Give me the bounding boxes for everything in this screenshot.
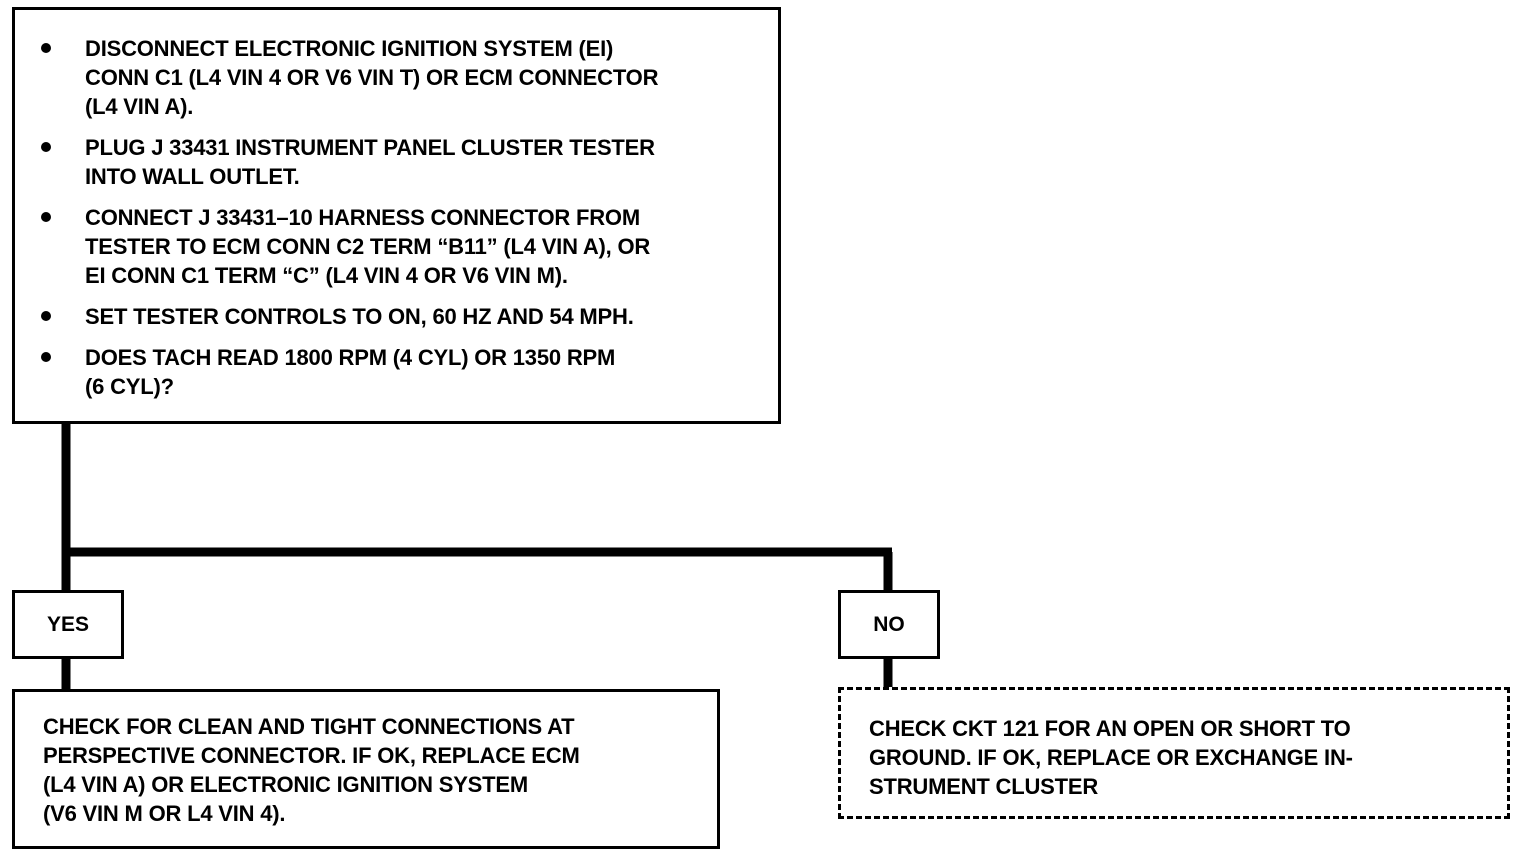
yes-branch-label: YES — [12, 590, 124, 659]
no-label-text: NO — [873, 612, 905, 636]
step-text: CONNECT J 33431–10 HARNESS CONNECTOR FRO… — [85, 205, 651, 288]
step-text: DISCONNECT ELECTRONIC IGNITION SYSTEM (E… — [85, 36, 659, 119]
step-text: PLUG J 33431 INSTRUMENT PANEL CLUSTER TE… — [85, 135, 655, 189]
no-branch-label: NO — [838, 590, 940, 659]
step-text: SET TESTER CONTROLS TO ON, 60 HZ AND 54 … — [85, 304, 634, 329]
no-result-box: CHECK CKT 121 FOR AN OPEN OR SHORT TO GR… — [838, 687, 1510, 819]
step-item: CONNECT J 33431–10 HARNESS CONNECTOR FRO… — [15, 203, 766, 290]
no-result-text: CHECK CKT 121 FOR AN OPEN OR SHORT TO GR… — [869, 716, 1353, 799]
bullet-icon — [41, 352, 51, 362]
step-item: DISCONNECT ELECTRONIC IGNITION SYSTEM (E… — [15, 34, 766, 121]
yes-label-text: YES — [46, 612, 90, 636]
step-text: DOES TACH READ 1800 RPM (4 CYL) OR 1350 … — [85, 345, 616, 399]
step-item: PLUG J 33431 INSTRUMENT PANEL CLUSTER TE… — [15, 133, 766, 191]
procedure-steps-box: DISCONNECT ELECTRONIC IGNITION SYSTEM (E… — [12, 7, 781, 424]
bullet-icon — [41, 43, 51, 53]
step-item: DOES TACH READ 1800 RPM (4 CYL) OR 1350 … — [15, 343, 766, 401]
bullet-icon — [41, 311, 51, 321]
bullet-icon — [41, 212, 51, 222]
bullet-icon — [41, 142, 51, 152]
yes-result-text: CHECK FOR CLEAN AND TIGHT CONNECTIONS AT… — [43, 714, 580, 826]
procedure-steps-list: DISCONNECT ELECTRONIC IGNITION SYSTEM (E… — [15, 10, 778, 401]
yes-result-box: CHECK FOR CLEAN AND TIGHT CONNECTIONS AT… — [12, 689, 720, 849]
step-item: SET TESTER CONTROLS TO ON, 60 HZ AND 54 … — [15, 302, 766, 331]
